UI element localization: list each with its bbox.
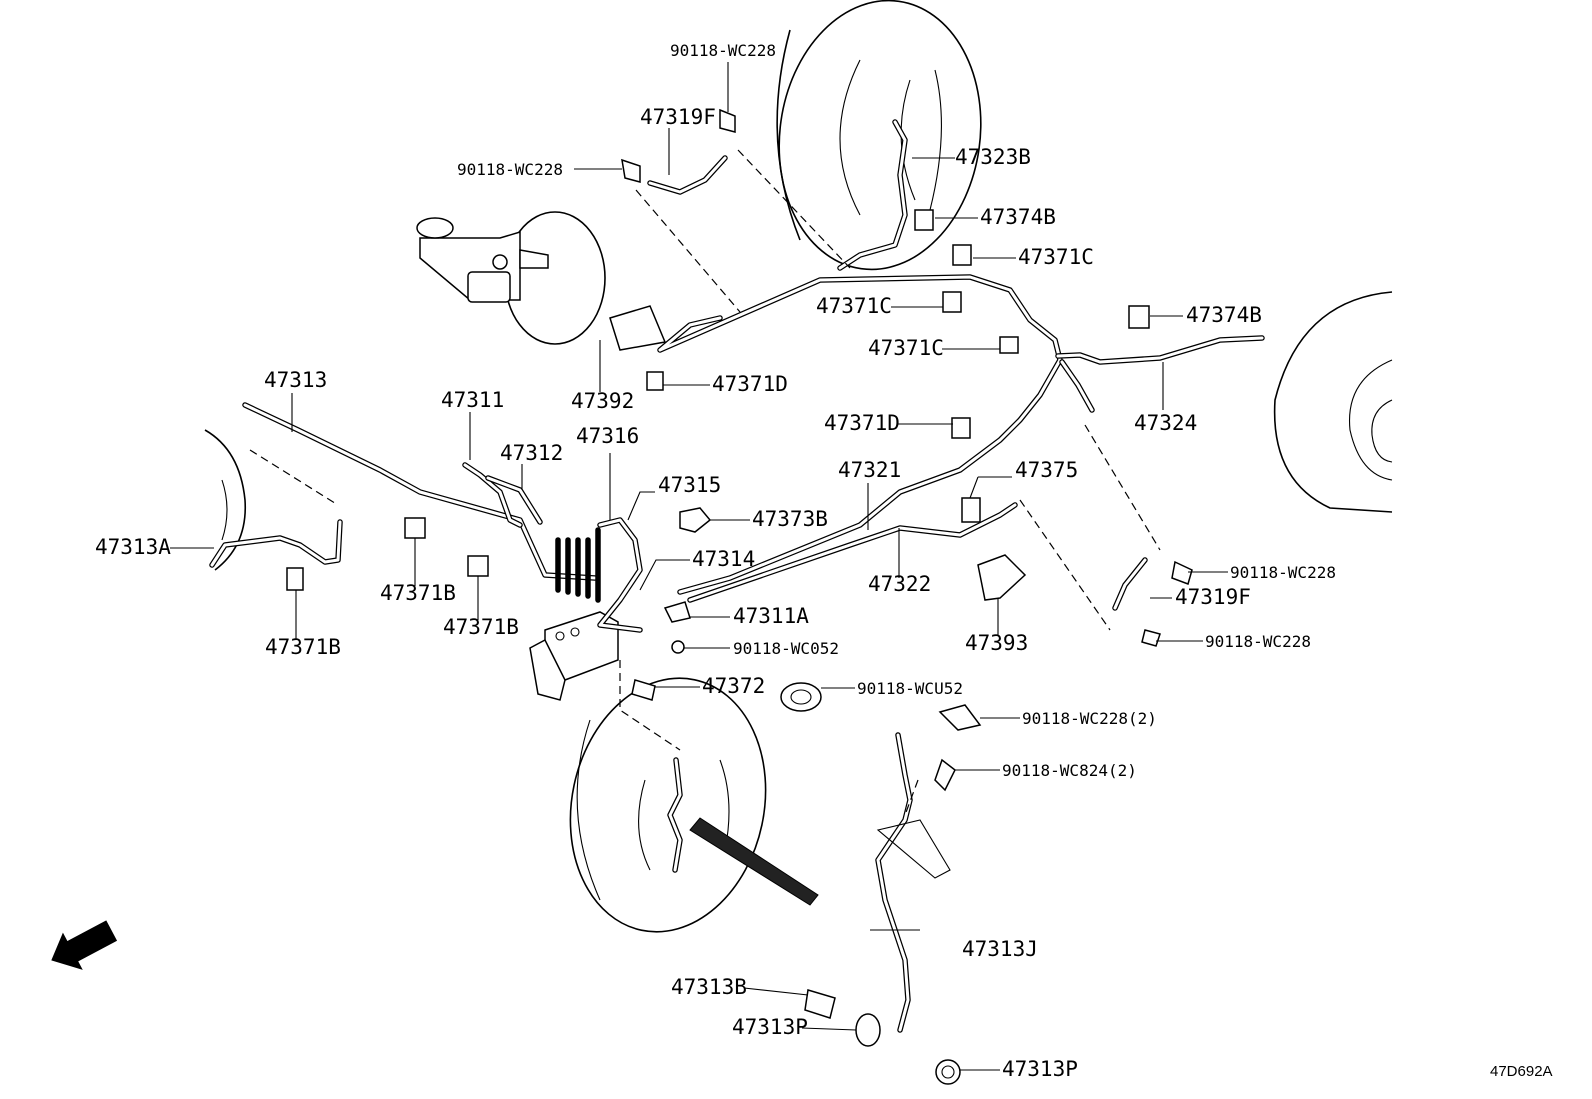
label-47371d: 47371D — [824, 411, 900, 435]
label-47314: 47314 — [692, 547, 755, 571]
label-47316: 47316 — [576, 424, 639, 448]
label-47372: 47372 — [702, 674, 765, 698]
label-47371b: 47371B — [443, 615, 519, 639]
bolt-47313b — [804, 989, 836, 1019]
front-wheel — [569, 677, 819, 933]
label-47313b: 47313B — [671, 975, 747, 999]
label-90118-wc228: 90118-WC228 — [457, 160, 563, 179]
rear-wheel-upper — [776, 0, 982, 271]
label-90118-wcu52: 90118-WCU52 — [857, 679, 963, 698]
label-47324: 47324 — [1134, 411, 1197, 435]
label-47312: 47312 — [500, 441, 563, 465]
label-47374b: 47374B — [1186, 303, 1262, 327]
label-47311a: 47311A — [733, 604, 809, 628]
front-wheel-left-edge — [204, 429, 247, 571]
label-90118-wc824-2: 90118-WC824(2) — [1002, 761, 1137, 780]
label-47371c: 47371C — [816, 294, 892, 318]
label-47319f: 47319F — [640, 105, 716, 129]
label-47371d: 47371D — [712, 372, 788, 396]
label-47375: 47375 — [1015, 458, 1078, 482]
label-47319f: 47319F — [1175, 585, 1251, 609]
label-47313: 47313 — [264, 368, 327, 392]
label-47315: 47315 — [658, 473, 721, 497]
label-90118-wc228: 90118-WC228 — [670, 41, 776, 60]
label-47371b: 47371B — [265, 635, 341, 659]
label-47322: 47322 — [868, 572, 931, 596]
label-90118-wc052: 90118-WC052 — [733, 639, 839, 658]
label-90118-wc228-2: 90118-WC228(2) — [1022, 709, 1157, 728]
label-47311: 47311 — [441, 388, 504, 412]
label-47371c: 47371C — [1018, 245, 1094, 269]
reference-dashed-lines — [249, 149, 1161, 816]
label-47393: 47393 — [965, 631, 1028, 655]
label-47313p: 47313P — [1002, 1057, 1078, 1081]
label-47371b: 47371B — [380, 581, 456, 605]
diagram-reference-code: 47D692A — [1490, 1063, 1553, 1080]
label-47313j: 47313J — [962, 937, 1038, 961]
wheel-pointer-wedge — [689, 817, 819, 906]
label-47373b: 47373B — [752, 507, 828, 531]
fwd-arrow-icon: FWD — [51, 920, 118, 970]
label-47321: 47321 — [838, 458, 901, 482]
label-47392: 47392 — [571, 389, 634, 413]
label-90118-wc228: 90118-WC228 — [1230, 563, 1336, 582]
leader-lines — [170, 62, 1228, 1071]
label-47313p: 47313P — [732, 1015, 808, 1039]
label-90118-wc228: 90118-WC228 — [1205, 632, 1311, 651]
abs-actuator — [529, 611, 619, 701]
label-47323b: 47323B — [955, 145, 1031, 169]
brake-master-cylinder-booster — [416, 211, 606, 345]
part-labels: 90118-WC228 47319F 90118-WC228 47323B 47… — [95, 41, 1336, 1081]
label-47313a: 47313A — [95, 535, 171, 559]
bracket-47393 — [977, 554, 1027, 601]
brake-tubes — [209, 119, 1265, 1033]
bracket-47392 — [609, 305, 667, 351]
clips-and-fittings — [286, 108, 1193, 1085]
label-47371c: 47371C — [868, 336, 944, 360]
label-47374b: 47374B — [980, 205, 1056, 229]
rear-wheel-right — [1273, 291, 1393, 513]
